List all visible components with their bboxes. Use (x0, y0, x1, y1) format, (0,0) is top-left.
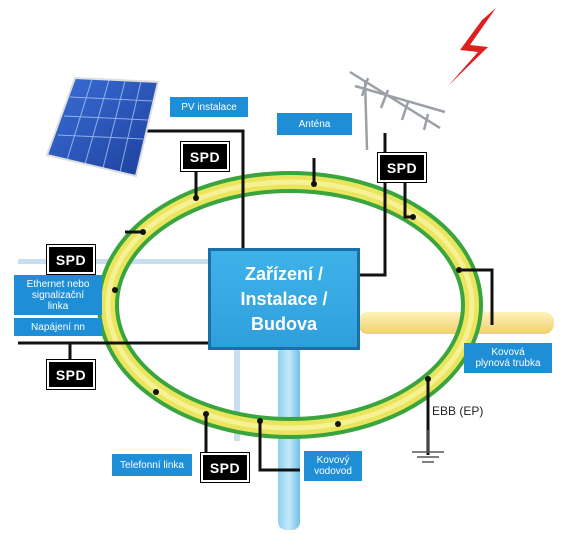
gas-pipe (358, 312, 554, 334)
junction-dots (112, 181, 462, 427)
spd-antenna: SPD (378, 153, 426, 182)
spd-pv: SPD (181, 142, 229, 171)
telephone-line (234, 346, 240, 441)
building-box: Zařízení / Instalace / Budova (208, 248, 360, 350)
building-line-1: Zařízení / (244, 263, 324, 284)
spd-telephone: SPD (201, 453, 249, 482)
lightning-icon (448, 8, 496, 86)
label-pv-installation: PV instalace (170, 97, 248, 117)
label-antenna: Anténa (277, 113, 352, 135)
antenna-icon (349, 70, 446, 151)
label-power: Napájení nn (14, 318, 102, 336)
building-line-2: Instalace / (240, 288, 328, 309)
building-line-3: Budova (250, 313, 317, 334)
spd-power: SPD (47, 360, 95, 389)
label-ebb: EBB (EP) (432, 404, 484, 418)
label-gas: Kovová plynová trubka (464, 343, 552, 373)
label-ethernet: Ethernet nebo signalizační linka (14, 275, 102, 315)
solar-panel-icon (45, 76, 160, 178)
spd-ethernet: SPD (47, 245, 95, 274)
label-telephone: Telefonní linka (112, 454, 192, 476)
conductors (18, 129, 494, 472)
ground-symbol (412, 430, 444, 463)
label-water: Kovový vodovod (304, 451, 362, 481)
